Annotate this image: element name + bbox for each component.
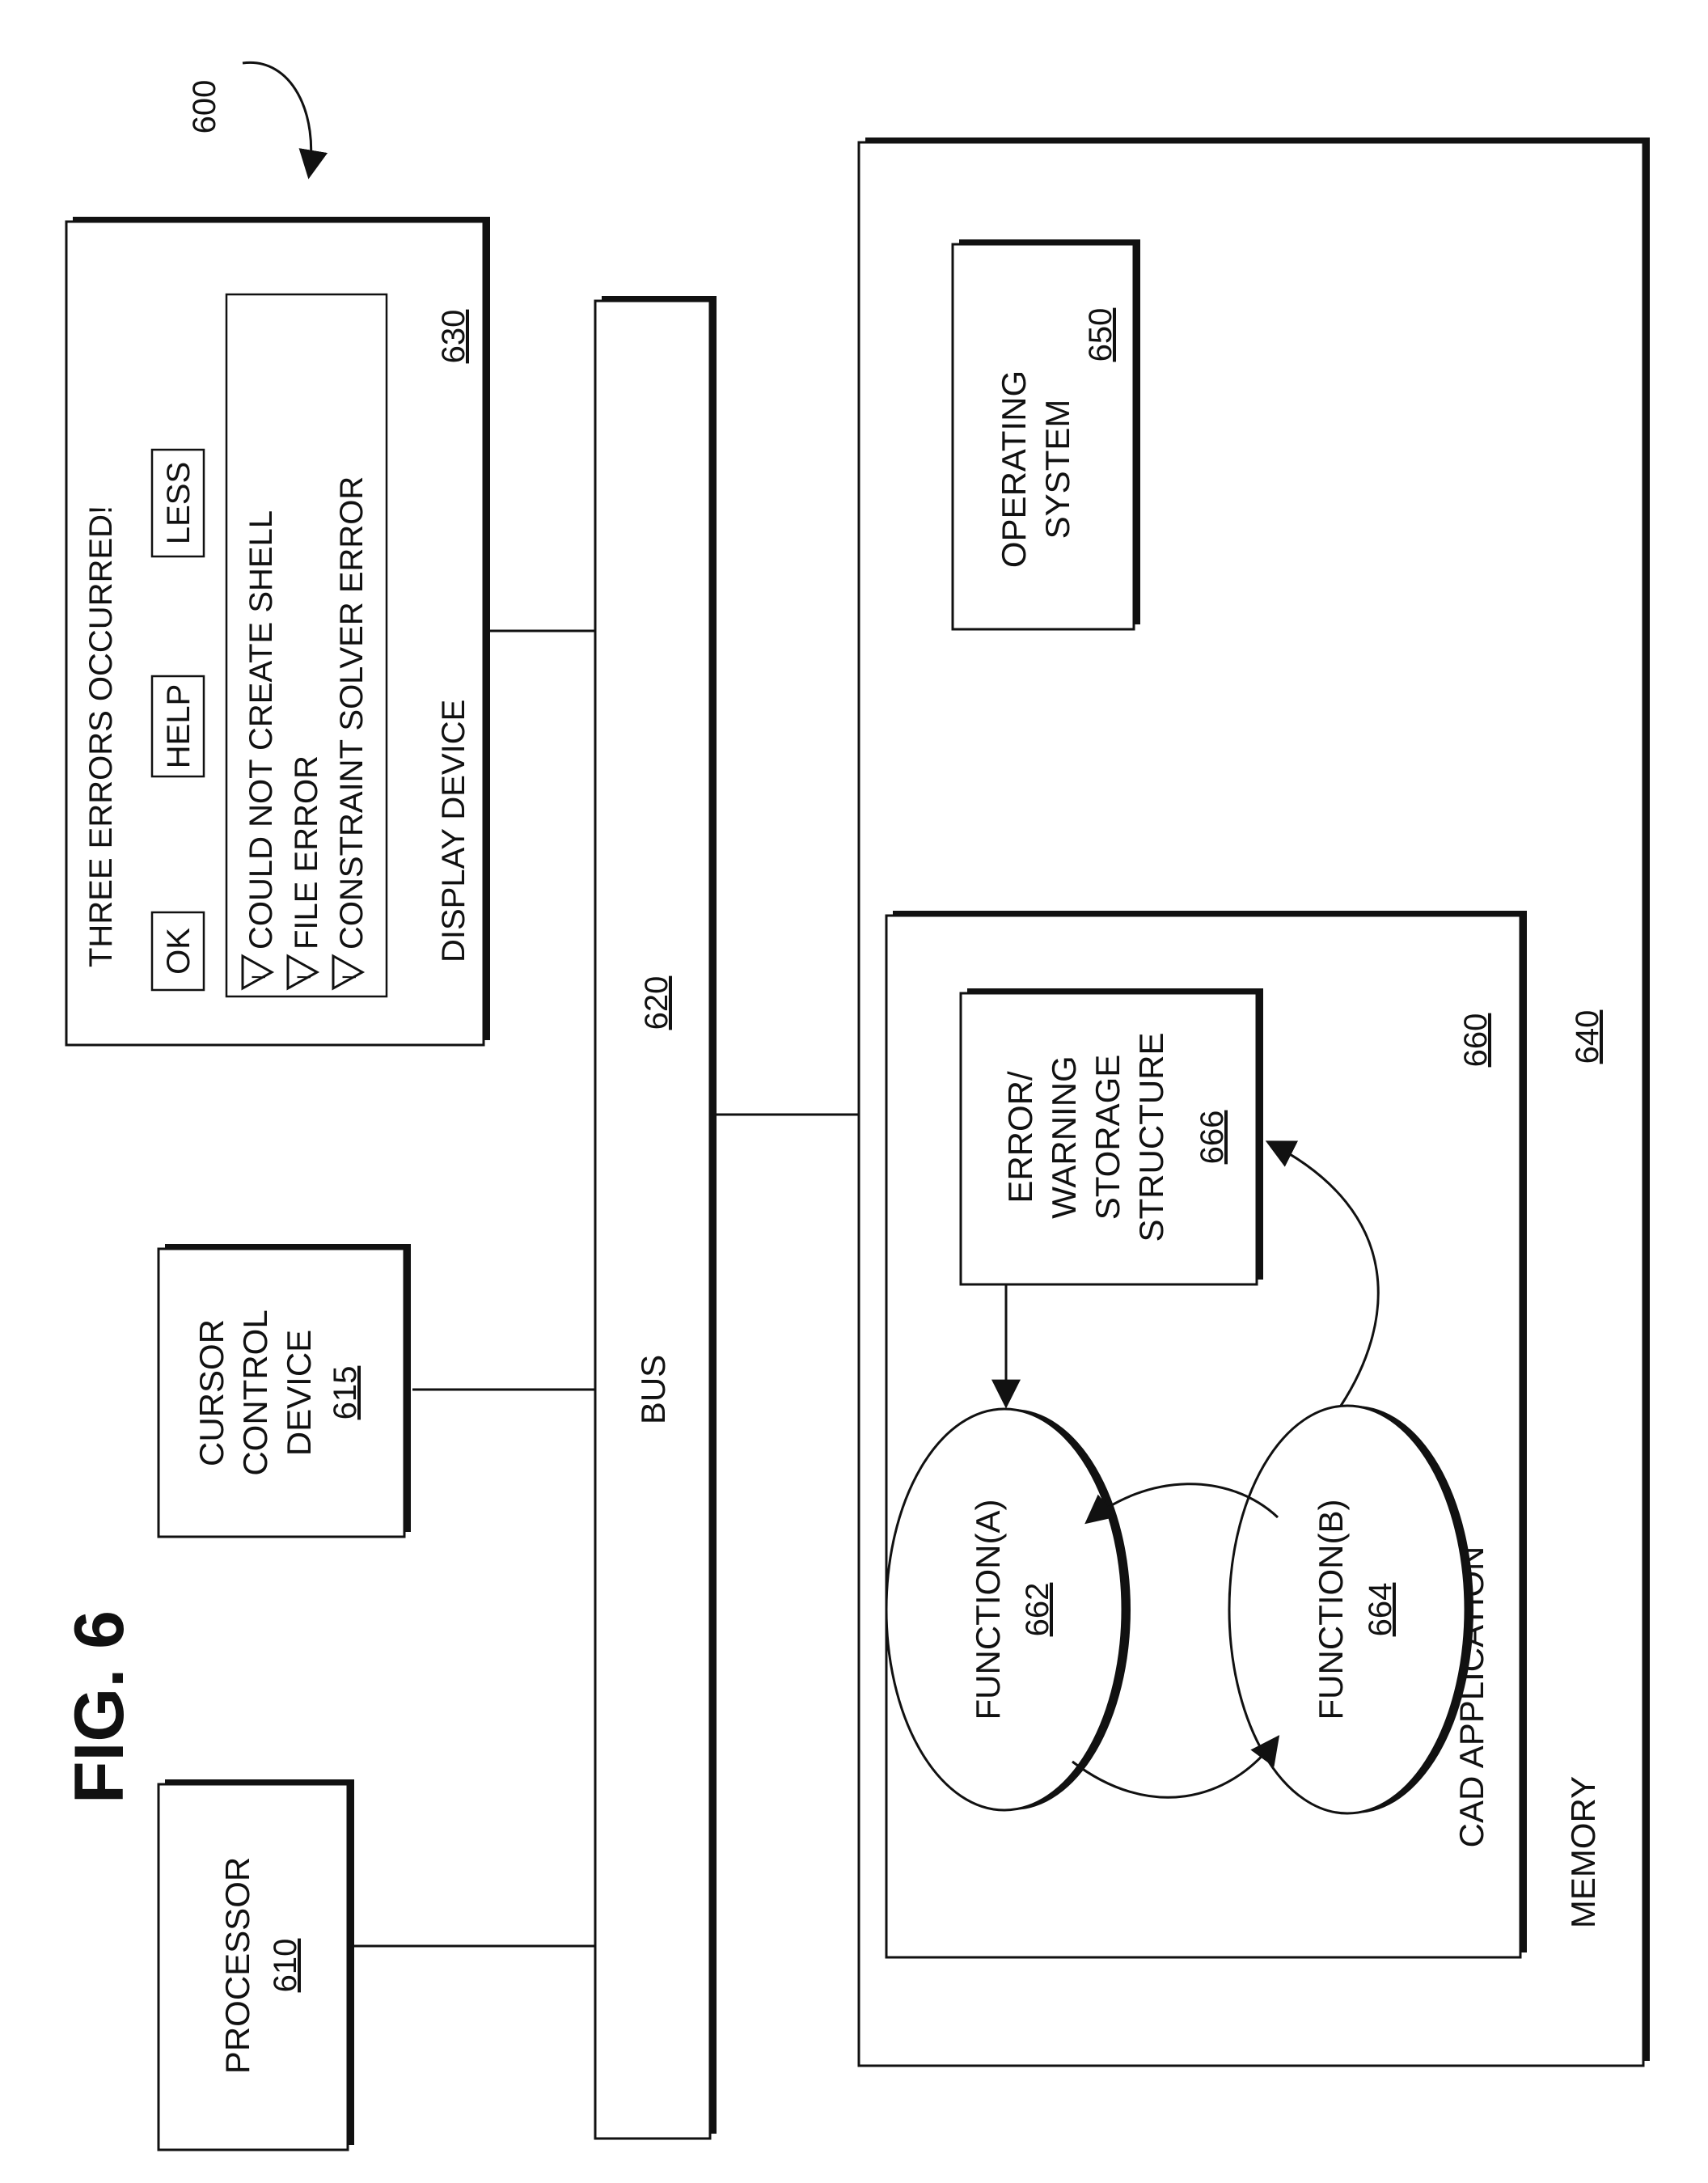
display-device-ref: 630: [436, 310, 471, 364]
bus-ref: 620: [639, 976, 674, 1030]
storage-line2: WARNING: [1045, 1056, 1083, 1218]
function-b-ref: 664: [1363, 1583, 1398, 1637]
ok-button[interactable]: OK: [161, 928, 197, 975]
figure-ref-arrow: [243, 62, 311, 176]
cursor-control-ref: 615: [328, 1366, 363, 1420]
memory-label: MEMORY: [1564, 1776, 1602, 1928]
figure-ref-600: 600: [187, 80, 222, 134]
operating-system-line2: SYSTEM: [1038, 400, 1076, 539]
help-button[interactable]: HELP: [161, 684, 197, 769]
bus-label: BUS: [634, 1355, 672, 1424]
function-b-label: FUNCTION(B): [1312, 1500, 1350, 1720]
cursor-control-line3: DEVICE: [280, 1330, 318, 1456]
bus: [595, 301, 710, 2139]
error-item-2[interactable]: FILE ERROR: [289, 755, 324, 950]
operating-system-ref: 650: [1083, 308, 1118, 362]
less-button[interactable]: LESS: [161, 462, 197, 544]
warning-icon-mark: !: [248, 975, 270, 980]
dialog-title: THREE ERRORS OCCURRED!: [83, 506, 119, 967]
warning-icon-mark: !: [294, 975, 315, 980]
processor-label: PROCESSOR: [218, 1857, 256, 2074]
storage-line3: STORAGE: [1089, 1055, 1127, 1221]
function-a-label: FUNCTION(A): [969, 1500, 1007, 1720]
cursor-control-line1: CURSOR: [192, 1319, 230, 1466]
error-item-3[interactable]: CONSTRAINT SOLVER ERROR: [334, 476, 370, 950]
processor-ref: 610: [268, 1939, 303, 1993]
storage-line4: STRUCTURE: [1132, 1033, 1170, 1242]
storage-ref: 666: [1194, 1111, 1230, 1165]
storage-line1: ERROR/: [1001, 1071, 1039, 1204]
memory-ref: 640: [1570, 1010, 1605, 1064]
operating-system-line1: OPERATING: [995, 370, 1033, 568]
warning-icon-mark: !: [339, 975, 361, 980]
error-item-1[interactable]: COULD NOT CREATE SHELL: [243, 510, 279, 950]
figure-title: FIG. 6: [61, 1610, 138, 1804]
cursor-control-line2: CONTROL: [236, 1309, 274, 1475]
display-device-label: DISPLAY DEVICE: [436, 700, 471, 962]
cad-application-ref: 660: [1458, 1013, 1494, 1068]
function-a-ref: 662: [1020, 1583, 1055, 1637]
